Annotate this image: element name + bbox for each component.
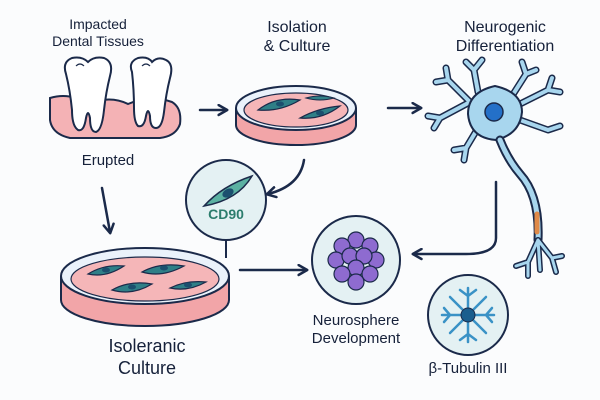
label-cd90: CD90	[208, 206, 244, 222]
spindle-cell-icon	[168, 281, 208, 290]
arrow-icon	[100, 101, 498, 277]
spindle-cell-icon	[110, 282, 154, 293]
spindle-cell-icon	[304, 95, 336, 101]
petri-dish-icon	[235, 85, 357, 146]
label-isoleranic-line-2: Culture	[117, 357, 177, 378]
neuron-icon	[424, 56, 565, 279]
label-beta-tubulin: β-Tubulin III	[428, 360, 508, 377]
teeth-group	[49, 56, 182, 139]
arrow-erupted-to-isoleranic	[100, 186, 115, 235]
petri-dish-icon	[60, 247, 230, 327]
spindle-cell-icon	[298, 105, 342, 119]
label-isolation-line-2: & Culture	[263, 38, 331, 56]
label-neurogenic-differentiation: Neurogenic Differentiation	[420, 18, 590, 56]
label-isoleranic-line-1: Isoleranic	[108, 336, 186, 356]
spindle-cell-icon	[256, 98, 302, 111]
label-impacted-line-2: Dental Tissues	[52, 32, 144, 49]
arrow-neurogenic-to-neurosphere	[411, 180, 498, 261]
neurosphere-icon	[311, 215, 401, 305]
label-neurosphere-line-1: Neurosphere	[312, 312, 400, 329]
molar-tooth-icon	[63, 56, 113, 134]
label-neurosphere-line-2: Development	[311, 330, 401, 347]
label-neurogenic-line-1: Neurogenic	[464, 19, 546, 36]
spindle-cell-icon	[201, 174, 254, 208]
label-impacted-line-1: Impacted	[69, 16, 127, 32]
spindle-cell-icon	[86, 265, 126, 276]
arrow-isolation-to-cd90	[265, 158, 306, 199]
label-isolation-line-1: Isolation	[267, 19, 327, 36]
label-neurosphere-development: Neurosphere Development	[296, 312, 416, 348]
cd90-badge	[185, 159, 267, 241]
label-erupted: Erupted	[81, 152, 135, 169]
label-neurogenic-line-2: Differentiation	[455, 38, 555, 56]
spindle-cell-icon	[140, 264, 186, 275]
tubulin-cell-icon	[427, 274, 509, 356]
label-impacted-dental-tissues: Impacted Dental Tissues	[20, 16, 176, 50]
label-isoleranic-culture: Isoleranic Culture	[82, 336, 212, 379]
molar-tooth-icon	[129, 56, 173, 130]
label-isolation-culture: Isolation & Culture	[236, 18, 358, 56]
